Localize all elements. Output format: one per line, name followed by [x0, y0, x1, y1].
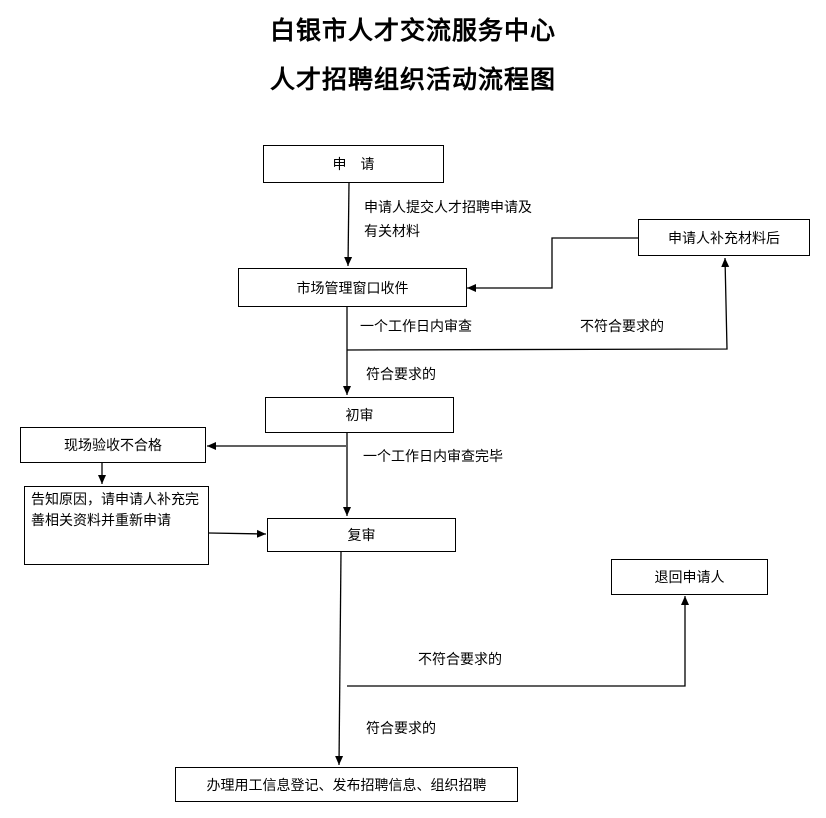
node-onsite-inspection-fail: 现场验收不合格 [20, 427, 206, 463]
arrow-notify-to-second-review [208, 529, 267, 538]
node-first-review: 初审 [265, 397, 454, 433]
label-submit-materials: 申请人提交人才招聘申请及有关材料 [364, 200, 532, 240]
node-submission-window: 市场管理窗口收件 [238, 268, 467, 307]
node-supplement-materials: 申请人补充材料后 [638, 219, 810, 256]
arrow-second-review-to-final [335, 551, 344, 766]
node-notify-reason: 告知原因，请申请人补充完善相关资料并重新申请 [24, 486, 209, 565]
label-one-working-day-review-done: 一个工作日内审查完毕 [363, 449, 503, 465]
label-one-working-day-review: 一个工作日内审查 [360, 319, 472, 335]
label-not-meet-requirements-2: 不符合要求的 [418, 652, 502, 668]
title-line-1: 白银市人才交流服务中心 [269, 16, 556, 45]
arrow-apply-to-window [344, 182, 353, 267]
node-final-processing: 办理用工信息登记、发布招聘信息、组织招聘 [175, 767, 518, 802]
node-second-review: 复审 [267, 518, 456, 552]
arrow-reject-to-return [347, 596, 689, 687]
label-meet-requirements-1: 符合要求的 [366, 367, 436, 383]
arrow-reject-to-supplement [346, 257, 730, 351]
node-apply: 申 请 [263, 145, 444, 183]
label-not-meet-requirements-1: 不符合要求的 [580, 319, 664, 335]
node-return-applicant: 退回申请人 [611, 559, 768, 595]
title-line-2: 人才招聘组织活动流程图 [269, 65, 556, 94]
arrow-supplement-to-window [467, 237, 638, 292]
label-meet-requirements-2: 符合要求的 [366, 721, 436, 737]
